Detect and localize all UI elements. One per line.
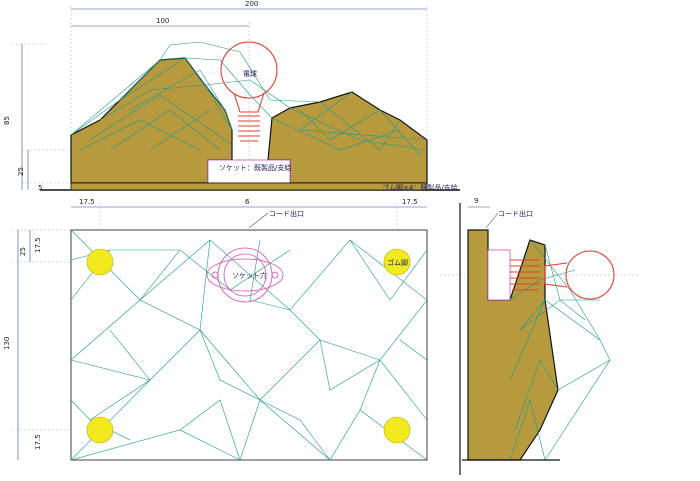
label-bulb: 電球: [243, 69, 257, 78]
dim-85: 85: [3, 116, 11, 125]
label-side-cord-exit: コード出口: [498, 209, 533, 218]
body-right-hill: [267, 91, 428, 184]
dim-top-25: 25: [19, 247, 27, 256]
label-cord-exit: コード出口: [269, 209, 304, 218]
dim-left-17-5: 17.5: [79, 198, 95, 206]
side-view: 9 コード出口: [440, 197, 640, 475]
dim-9: 9: [474, 197, 478, 205]
dim-right-17-5: 17.5: [402, 198, 418, 206]
bulb-outline: [220, 41, 278, 99]
rubber-foot-bottom-left: [86, 416, 114, 444]
plan-outline: [70, 229, 428, 461]
dim-depth-130: 130: [3, 337, 11, 350]
dim-bottom-17-5: 17.5: [34, 434, 42, 450]
socket-hole: [206, 247, 284, 303]
rubber-foot-bottom-right: [383, 416, 411, 444]
base-plate: [70, 182, 428, 191]
dim-5: 5: [38, 184, 42, 192]
side-socket: [487, 249, 511, 301]
dim-center-6: 6: [245, 198, 250, 206]
dim-100: 100: [156, 17, 169, 25]
rubber-foot-top-left: [86, 248, 114, 276]
label-rubber-foot: ゴム脚: [387, 258, 408, 267]
label-rubber-feet: ゴム脚×4：既製品/支給: [382, 183, 458, 192]
plan-view: 17.5 6 17.5 コード出口 25 17.5 130 17.5 ソケット穴: [3, 198, 428, 461]
dim-200: 200: [245, 0, 258, 8]
side-body: [467, 229, 559, 461]
front-view: 200 100 85 25 5 電球 ソケット：既製品/支給 ゴム脚×4：既製品…: [3, 0, 460, 192]
side-mesh: [509, 239, 611, 461]
dim-top-17-5: 17.5: [34, 237, 42, 253]
label-socket: ソケット：既製品/支給: [219, 163, 291, 172]
rubber-foot-top-right: [383, 248, 411, 276]
side-bulb-outline: [565, 250, 615, 300]
front-mesh: [70, 41, 428, 156]
label-socket-hole: ソケット穴: [232, 271, 267, 280]
side-bulb-thread: [510, 259, 540, 291]
bulb-thread: [238, 115, 260, 142]
dim-25: 25: [17, 167, 25, 176]
